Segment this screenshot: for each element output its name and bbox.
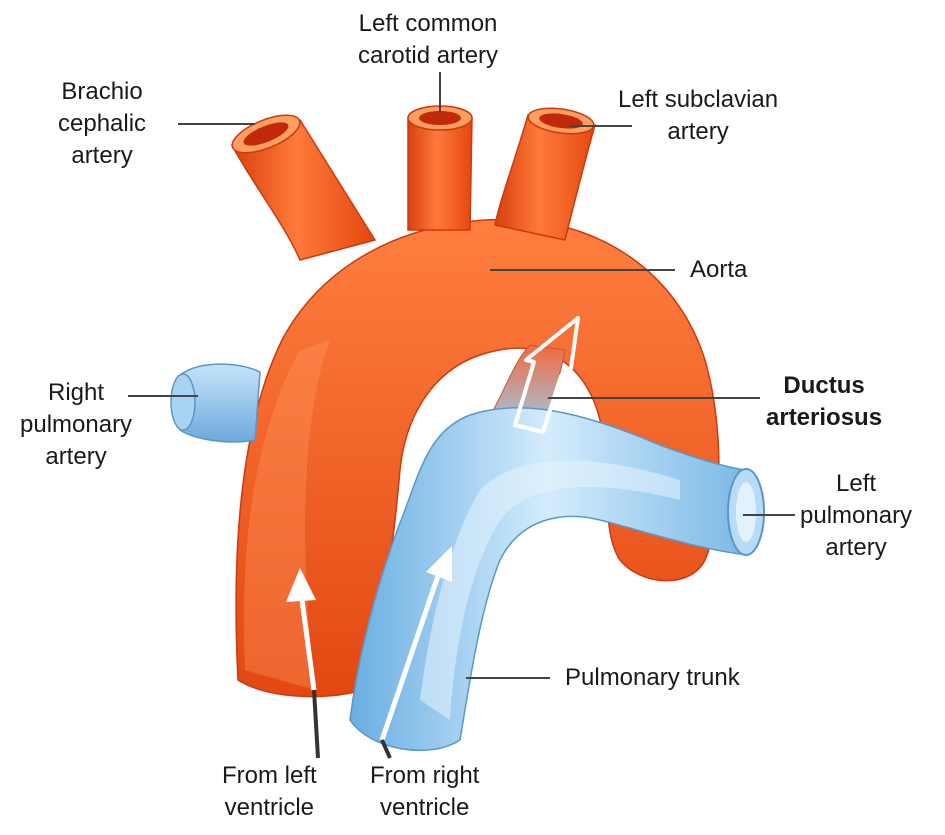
pulmonary-trunk-highlight bbox=[420, 460, 680, 720]
label-brachiocephalic-artery: Brachio cephalic artery bbox=[58, 78, 147, 169]
label-from-left-ventricle: From left ventricle bbox=[222, 762, 317, 821]
label-pulmonary-trunk: Pulmonary trunk bbox=[565, 664, 740, 691]
label-left-subclavian-artery: Left subclavian artery bbox=[618, 86, 779, 145]
label-ductus-arteriosus: Ductus arteriosus bbox=[766, 372, 883, 431]
leader-lines bbox=[128, 72, 795, 759]
aorta-ascending-shade bbox=[243, 340, 330, 690]
brachiocephalic-branch bbox=[230, 119, 377, 261]
right-ventricle-flow-arrow bbox=[379, 546, 452, 741]
right-pulmonary-artery bbox=[179, 363, 261, 443]
label-right-pulmonary-artery: Right pulmonary artery bbox=[20, 379, 133, 470]
left-subclavian-branch bbox=[494, 114, 596, 241]
left-ventricle-flow-arrow bbox=[286, 568, 317, 691]
label-left-pulmonary-artery: Left pulmonary artery bbox=[800, 470, 913, 561]
aorta-body bbox=[235, 218, 720, 698]
label-from-right-ventricle: From right ventricle bbox=[370, 762, 480, 821]
label-aorta: Aorta bbox=[690, 256, 748, 283]
label-left-common-carotid-artery: Left common carotid artery bbox=[358, 10, 499, 69]
pulmonary-trunk bbox=[349, 406, 749, 752]
ductus-flow-arrow bbox=[513, 316, 580, 434]
left-common-carotid-branch bbox=[407, 117, 473, 231]
